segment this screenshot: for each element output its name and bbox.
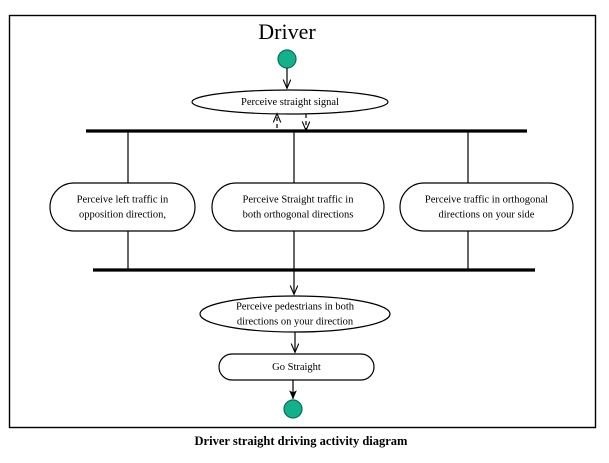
node-perceive-orthogonal-traffic-label-line1: Perceive traffic in orthogonal: [425, 194, 548, 205]
node-perceive-orthogonal-traffic[interactable]: [399, 182, 574, 232]
node-perceive-pedestrians-label-line2: directions on your direction: [237, 316, 354, 327]
node-perceive-left-traffic-label-line2: opposition direction,: [79, 209, 166, 220]
node-go-straight-label: Go Straight: [272, 362, 321, 373]
initial-node: [277, 49, 297, 69]
node-perceive-left-traffic[interactable]: [49, 182, 196, 232]
node-perceive-left-traffic-label-line1: Perceive left traffic in: [77, 194, 169, 205]
node-go-straight[interactable]: [218, 353, 375, 381]
node-perceive-pedestrians-label-line1: Perceive pedestrians in both: [236, 301, 355, 312]
node-perceive-straight-traffic-label-line1: Perceive Straight traffic in: [243, 194, 355, 205]
node-perceive-orthogonal-traffic-label-line2: directions on your side: [439, 209, 535, 220]
node-perceive-straight-traffic-label-line2: both orthogonal directions: [243, 209, 354, 220]
diagram-frame: [8, 14, 597, 429]
node-perceive-straight-signal-label: Perceive straight signal: [241, 97, 339, 108]
diagram-caption: Driver straight driving activity diagram: [195, 434, 409, 448]
node-perceive-straight-signal[interactable]: [191, 89, 389, 115]
node-perceive-straight-traffic[interactable]: [211, 182, 385, 232]
page-title: Driver: [258, 19, 316, 44]
final-node: [283, 399, 303, 419]
